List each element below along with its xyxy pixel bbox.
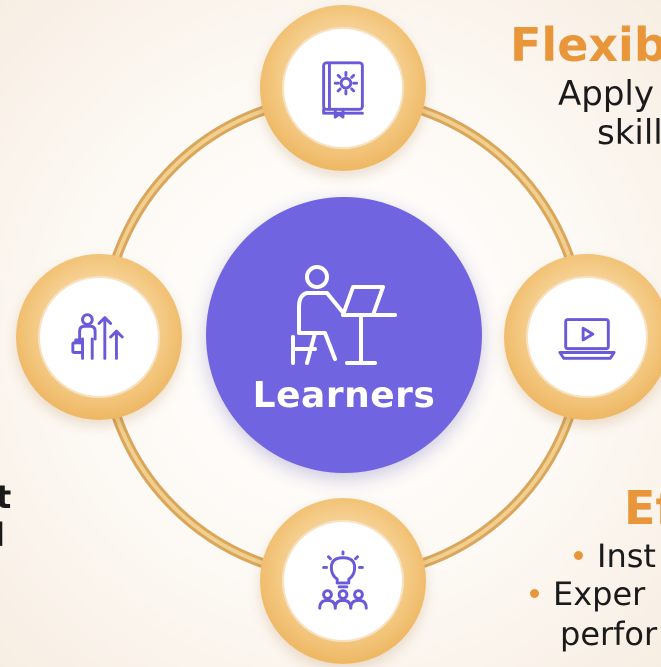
node-top-inner bbox=[282, 27, 404, 149]
effectiveness-bullet-2-text: Exper bbox=[553, 575, 646, 613]
effectiveness-line-3: perfor bbox=[560, 615, 658, 653]
lightbulb-team-icon bbox=[318, 550, 368, 610]
laptop-video-play-icon bbox=[558, 318, 616, 360]
center-hub: Learners bbox=[206, 197, 482, 473]
left-text-line-2: l bbox=[0, 516, 5, 554]
bullet-dot-icon bbox=[530, 588, 539, 598]
effectiveness-bullet-1-text: Inst bbox=[597, 537, 656, 575]
bullet-dot-icon bbox=[574, 550, 583, 560]
person-growth-arrows-icon bbox=[71, 313, 124, 360]
node-left bbox=[16, 254, 182, 420]
flexibility-line-2: skill bbox=[597, 113, 661, 153]
effectiveness-bullet-2: Exper bbox=[530, 575, 645, 613]
flexibility-line-1: Apply bbox=[558, 74, 654, 114]
effectiveness-heading: Ef bbox=[624, 481, 661, 535]
node-left-inner bbox=[38, 276, 160, 398]
book-gear-icon bbox=[322, 61, 364, 119]
node-bottom-inner bbox=[282, 520, 404, 642]
node-right bbox=[504, 254, 661, 420]
learner-at-laptop-icon bbox=[291, 265, 397, 365]
flexibility-heading: Flexib bbox=[510, 18, 661, 72]
left-text-line-1: t bbox=[0, 478, 12, 516]
node-top bbox=[260, 5, 426, 171]
center-label: Learners bbox=[252, 375, 436, 416]
effectiveness-bullet-1: Inst bbox=[574, 537, 656, 575]
node-right-inner bbox=[526, 276, 648, 398]
node-bottom bbox=[260, 498, 426, 664]
